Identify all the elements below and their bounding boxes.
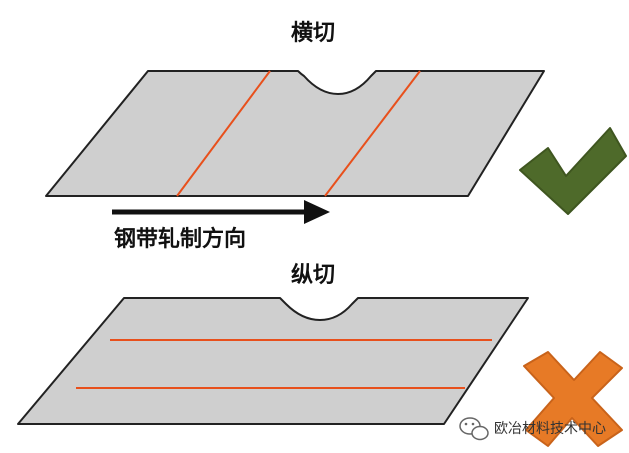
bottom-steel-strip [17, 297, 529, 425]
top-sheet-shape [45, 70, 545, 197]
top-diagram-title: 横切 [291, 21, 335, 46]
watermark: 欧冶材料技术中心 [459, 417, 606, 441]
bottom-diagram-title: 纵切 [291, 263, 335, 288]
top-cut-line-right [324, 70, 421, 197]
watermark-text: 欧冶材料技术中心 [494, 421, 606, 437]
cross-mark-icon [523, 351, 623, 447]
wechat-logo-icon [459, 417, 489, 441]
check-mark-icon [519, 127, 627, 215]
top-cut-line-left [176, 70, 271, 197]
rolling-direction-label: 钢带轧制方向 [114, 226, 246, 252]
right-arrow-icon [112, 200, 330, 224]
top-steel-strip [45, 70, 545, 197]
bottom-sheet-shape [17, 297, 529, 425]
